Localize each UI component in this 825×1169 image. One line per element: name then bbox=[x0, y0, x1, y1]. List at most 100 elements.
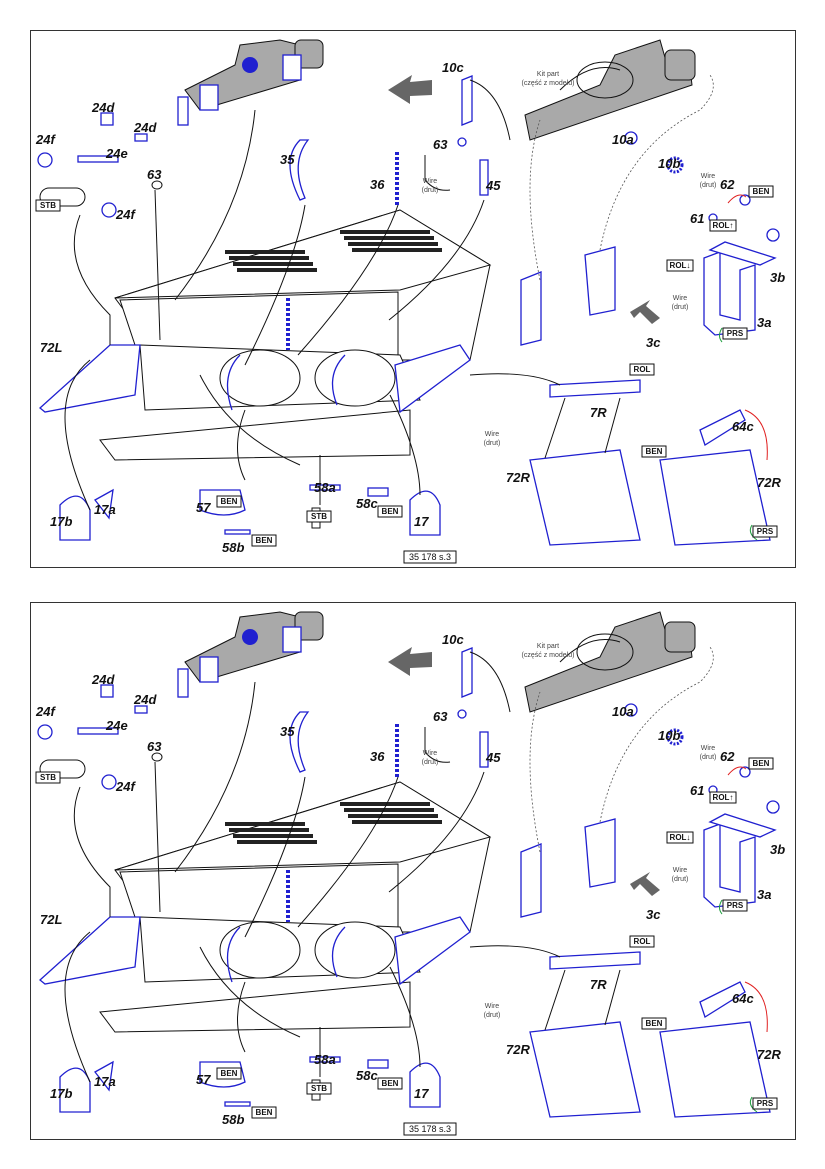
part-number-label: 10c bbox=[442, 60, 464, 75]
leader-line bbox=[388, 199, 485, 321]
wire-note-pl: (drut) bbox=[484, 440, 501, 447]
part-number-label: 10a bbox=[612, 132, 634, 147]
leader-line bbox=[64, 931, 91, 1083]
part-number-label: 57 bbox=[196, 1072, 211, 1087]
panel-frame bbox=[30, 30, 796, 568]
prs-tag: PRS bbox=[727, 901, 744, 910]
ben-tag: BEN bbox=[646, 1019, 663, 1028]
rol-tag: ROL bbox=[634, 937, 651, 946]
part-number-label: 58b bbox=[222, 1112, 244, 1127]
part-number-label: 36 bbox=[370, 749, 385, 764]
wire-note: Wire bbox=[701, 173, 715, 180]
wire-note-pl: (drut) bbox=[484, 1012, 501, 1019]
part-number-label: 24f bbox=[35, 132, 56, 147]
part-number-label: 64c bbox=[732, 419, 754, 434]
wire-note-pl: (drut) bbox=[700, 754, 717, 761]
rol-up-tag: ROL↑ bbox=[713, 793, 734, 802]
wire-note: Wire bbox=[673, 295, 687, 302]
part-number-label: 3b bbox=[770, 270, 785, 285]
leader-line bbox=[388, 771, 485, 893]
part-number-label: 24d bbox=[133, 120, 157, 135]
part-number-label: 36 bbox=[370, 177, 385, 192]
part-number-label: 61 bbox=[690, 211, 704, 226]
rol-down-tag: ROL↓ bbox=[670, 261, 691, 270]
rol-tag: ROL bbox=[634, 365, 651, 374]
leader-line bbox=[154, 761, 161, 913]
part-number-label: 17a bbox=[94, 1074, 116, 1089]
kit-part-note: Kit part bbox=[537, 71, 559, 78]
part-number-label: 35 bbox=[280, 152, 295, 167]
part-number-label: 3a bbox=[757, 887, 771, 902]
part-number-label: 58b bbox=[222, 540, 244, 555]
rol-up-tag: ROL↑ bbox=[713, 221, 734, 230]
wire-note-pl: (drut) bbox=[672, 876, 689, 883]
part-number-label: 3c bbox=[646, 335, 661, 350]
leader-line bbox=[73, 786, 111, 917]
leader-line bbox=[559, 67, 621, 91]
kit-part-note-pl: (część z modelu) bbox=[522, 652, 575, 659]
leader-line bbox=[469, 651, 511, 713]
leader-line bbox=[389, 394, 421, 496]
stb-tag: STB bbox=[311, 512, 327, 521]
stb-tag: STB bbox=[311, 1084, 327, 1093]
leader-line bbox=[64, 359, 91, 511]
ben-tag: BEN bbox=[256, 1108, 273, 1117]
part-72R-mounted bbox=[394, 344, 471, 414]
part-number-label: 7R bbox=[590, 977, 607, 992]
part-number-label: 58a bbox=[314, 1052, 336, 1067]
part-number-label: 72L bbox=[40, 912, 62, 927]
part-72L bbox=[38, 344, 141, 413]
part-number-label: 17 bbox=[414, 514, 429, 529]
rol-down-tag: ROL↓ bbox=[670, 833, 691, 842]
leader-line bbox=[297, 204, 399, 356]
page-reference: 35 178 s.3 bbox=[409, 552, 451, 562]
part-number-label: 45 bbox=[485, 178, 501, 193]
prs-tag: PRS bbox=[757, 1099, 774, 1108]
part-number-label: 24e bbox=[105, 718, 128, 733]
leader-line bbox=[469, 373, 561, 386]
part-number-label: 72R bbox=[757, 1047, 781, 1062]
direction-arrow bbox=[630, 872, 660, 896]
leader-line bbox=[244, 776, 306, 938]
part-72R bbox=[529, 449, 641, 546]
leader-line bbox=[154, 189, 161, 341]
wire-note-pl: (drut) bbox=[422, 759, 439, 766]
kit-part-note: Kit part bbox=[537, 643, 559, 650]
kit-part-note-pl: (część z modelu) bbox=[522, 80, 575, 87]
leader-line bbox=[297, 776, 399, 928]
part-number-label: 72R bbox=[506, 1042, 530, 1057]
part-number-label: 57 bbox=[196, 500, 211, 515]
part-72R-mounted bbox=[394, 916, 471, 986]
part-number-label: 17b bbox=[50, 514, 72, 529]
wire-note: Wire bbox=[673, 867, 687, 874]
direction-arrow bbox=[388, 647, 432, 676]
part-number-label: 35 bbox=[280, 724, 295, 739]
part-number-label: 10c bbox=[442, 632, 464, 647]
tank-hull-drawing bbox=[38, 781, 492, 1033]
part-number-label: 3c bbox=[646, 907, 661, 922]
part-number-label: 62 bbox=[720, 749, 735, 764]
part-number-label: 17 bbox=[414, 1086, 429, 1101]
leader-line bbox=[244, 204, 306, 366]
instruction-panel: 10c10a10b62613b3a3c24d24d24f24e24f633536… bbox=[30, 30, 796, 568]
ben-tag: BEN bbox=[221, 497, 238, 506]
part-number-label: 17b bbox=[50, 1086, 72, 1101]
part-number-label: 72R bbox=[506, 470, 530, 485]
ben-tag: BEN bbox=[256, 536, 273, 545]
part-number-label: 24d bbox=[91, 672, 115, 687]
part-number-label: 10a bbox=[612, 704, 634, 719]
leader-line bbox=[237, 409, 246, 481]
part-number-label: 45 bbox=[485, 750, 501, 765]
part-72R-assembled bbox=[659, 1021, 771, 1118]
leader-line bbox=[174, 109, 256, 301]
wire-note: Wire bbox=[423, 178, 437, 185]
part-number-label: 24d bbox=[133, 692, 157, 707]
part-number-label: 7R bbox=[590, 405, 607, 420]
part-number-label: 72R bbox=[757, 475, 781, 490]
part-number-label: 24e bbox=[105, 146, 128, 161]
instruction-panel: 10c10a10b62613b3a3c24d24d24f24e24f633536… bbox=[30, 602, 796, 1140]
part-number-label: 58c bbox=[356, 496, 378, 511]
part-number-label: 63 bbox=[433, 137, 448, 152]
wire-note: Wire bbox=[701, 745, 715, 752]
